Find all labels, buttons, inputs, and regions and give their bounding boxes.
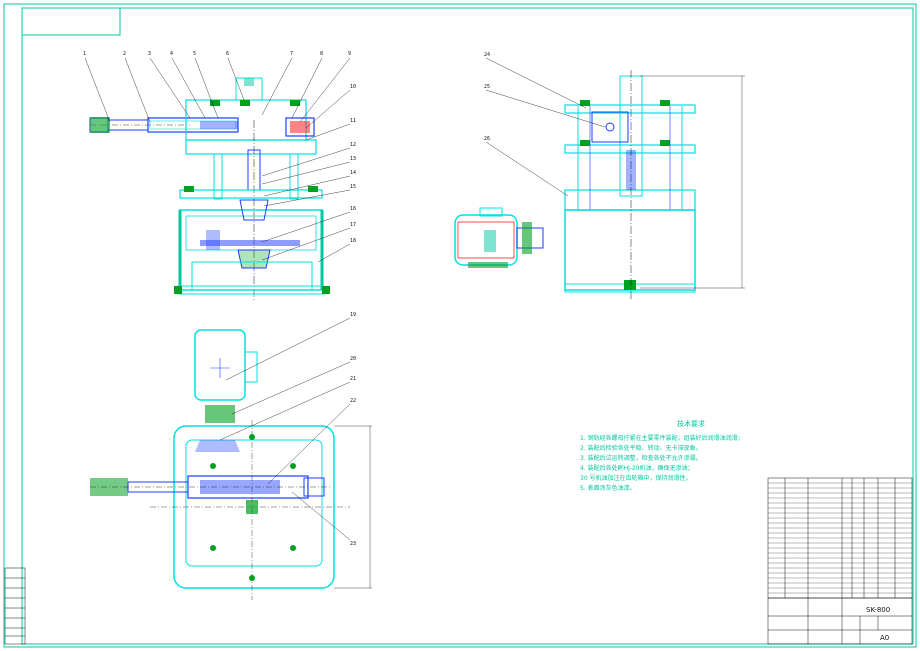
technical-requirements: 技术要求 1. 钢轨经各螺母拧紧在主要零件装配，组装好后润滑油润滑； 2. 装配…	[580, 419, 744, 492]
balloon-8: 8	[320, 51, 323, 57]
balloon-22: 22	[350, 398, 356, 404]
requirement-1: 1. 钢轨经各螺母拧紧在主要零件装配，组装好后润滑油润滑；	[580, 434, 744, 442]
balloon-2: 2	[123, 51, 126, 57]
balloon-19: 19	[350, 312, 356, 318]
balloon-23: 23	[350, 541, 356, 547]
sheet-size: A0	[880, 634, 889, 642]
requirement-5: 30 号机油加注在齿轮箱中，保持润滑性。	[580, 474, 692, 482]
balloon-3: 3	[148, 51, 151, 57]
drawing-number-box	[21, 7, 121, 36]
balloon-13: 13	[350, 156, 356, 162]
requirement-4: 4. 装配后各处刷HJ-20机油，确保无渗油；	[580, 464, 694, 472]
balloon-25: 25	[484, 84, 490, 90]
balloon-17: 17	[350, 222, 356, 228]
top-view	[90, 329, 372, 600]
balloon-26: 26	[484, 136, 490, 142]
balloon-6: 6	[226, 51, 229, 57]
balloon-7: 7	[290, 51, 293, 57]
balloon-10: 10	[350, 84, 356, 90]
balloon-5: 5	[193, 51, 196, 57]
balloon-4: 4	[170, 51, 173, 57]
balloon-18: 18	[350, 238, 356, 244]
side-view	[454, 70, 745, 300]
balloon-11: 11	[350, 118, 356, 124]
requirement-6: 5. 表面涂灰色油漆。	[580, 484, 636, 492]
left-revision-strip	[4, 567, 26, 645]
drawing-border	[21, 7, 914, 645]
requirements-title: 技术要求	[677, 419, 705, 428]
requirement-2: 2. 装配后检验各处平稳、转动、无卡滞现象。	[580, 444, 702, 452]
balloon-15: 15	[350, 184, 356, 190]
title-block	[767, 597, 913, 645]
balloon-21: 21	[350, 376, 356, 382]
front-view	[89, 77, 330, 300]
balloon-24: 24	[484, 52, 490, 58]
balloon-16: 16	[350, 206, 356, 212]
requirement-3: 3. 装配后试运转调整，检查各处不允许渗漏。	[580, 454, 702, 462]
balloon-12: 12	[350, 142, 356, 148]
balloon-20: 20	[350, 356, 356, 362]
balloon-9: 9	[348, 51, 351, 57]
balloon-14: 14	[350, 170, 356, 176]
parts-list-rows	[768, 482, 912, 594]
leader-lines	[84, 57, 606, 541]
part-balloons: 1 2 3 4 5 6 7 8 9 10 11 12 13 14 15 16 1…	[83, 51, 490, 547]
balloon-1: 1	[83, 51, 86, 57]
drawing-model-number: SK-800	[866, 606, 890, 614]
